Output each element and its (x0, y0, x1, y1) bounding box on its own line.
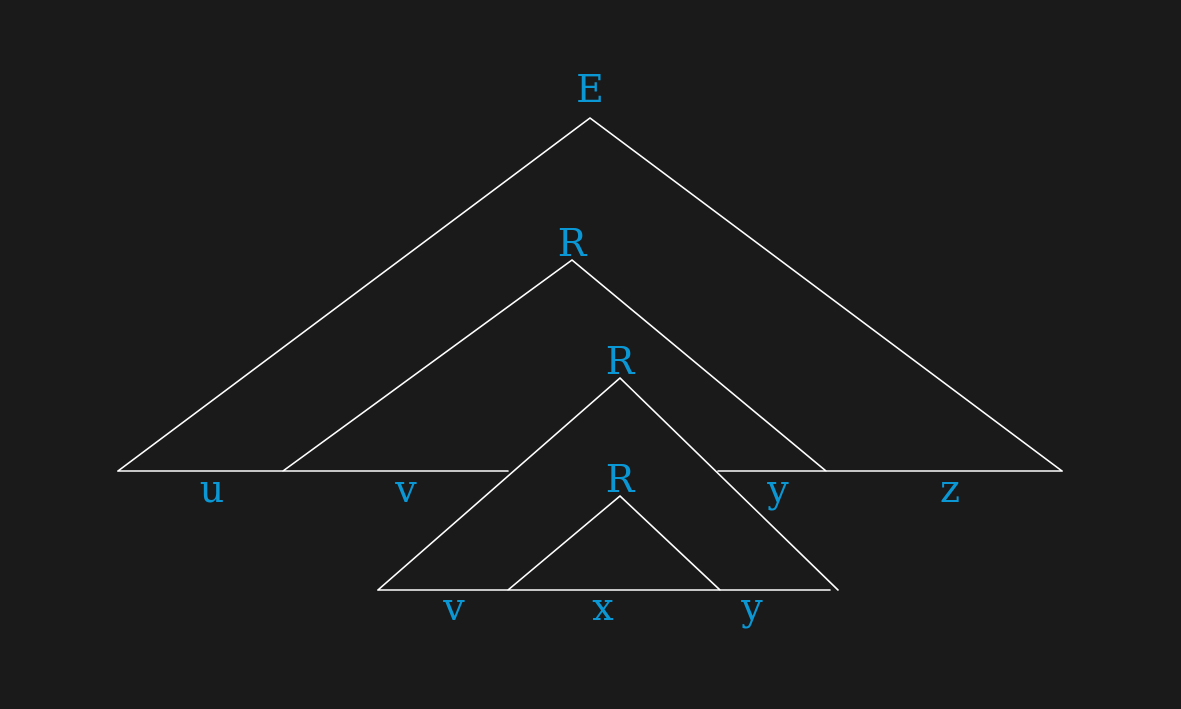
tree-r1-outline (282, 259, 827, 472)
tree-e (117, 117, 1063, 472)
segment-label-z: z (940, 467, 960, 511)
tree-r3-outline (507, 495, 721, 591)
tree-r1 (282, 259, 827, 472)
segment-label-u: u (200, 467, 224, 511)
segment-label-x: x (592, 585, 613, 629)
tree-e-outline (117, 117, 1063, 472)
segment-label-v-bottom: v (442, 585, 465, 629)
tree-r3 (507, 495, 721, 591)
tree-r2-outline (377, 377, 839, 591)
node-label-r2: R (606, 339, 636, 383)
segment-label-v-top: v (394, 467, 417, 511)
node-label-r3: R (606, 457, 636, 501)
node-label-r1: R (558, 221, 588, 265)
tree-r2 (377, 377, 839, 591)
segment-label-y-top: y (766, 467, 789, 511)
segment-label-y-bottom: y (740, 585, 763, 629)
node-label-e: E (576, 67, 604, 111)
